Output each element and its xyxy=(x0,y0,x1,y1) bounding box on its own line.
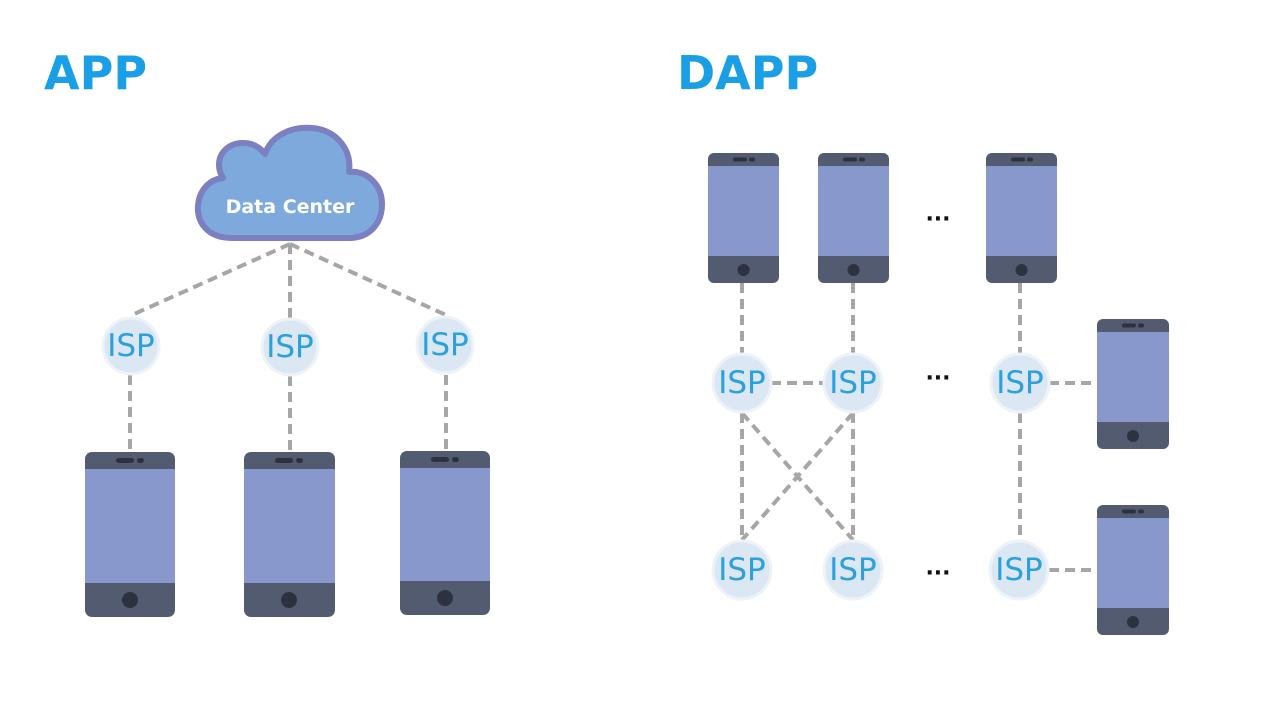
dapp-isp-5: ISP xyxy=(822,539,884,601)
phone-home-button xyxy=(1015,264,1028,276)
isp-label: ISP xyxy=(266,329,314,365)
phone-screen xyxy=(1097,332,1169,422)
isp-node xyxy=(988,539,1050,601)
isp-node xyxy=(822,352,884,414)
dapp-isp-1: ISP xyxy=(711,352,773,414)
cloud-icon xyxy=(194,124,385,241)
phone-screen xyxy=(244,469,335,583)
isp-label: ISP xyxy=(996,365,1044,401)
app-isp-1: ISP xyxy=(101,316,161,376)
isp-label: ISP xyxy=(829,365,877,401)
dapp-phone-2 xyxy=(818,153,889,283)
phone-speaker xyxy=(843,157,857,162)
dapp-phone-5 xyxy=(1097,505,1169,635)
isp-node xyxy=(822,539,884,601)
app-links xyxy=(128,242,448,453)
app-isp-2: ISP xyxy=(260,317,320,377)
link-isp2-isp4-cross xyxy=(740,411,855,542)
isp-node xyxy=(711,352,773,414)
app-phone-2 xyxy=(244,452,335,617)
phone-speaker xyxy=(1122,323,1136,328)
phone-speaker xyxy=(275,458,293,463)
phone-camera xyxy=(859,157,865,162)
phone-home-button xyxy=(737,264,750,276)
app-heading: APP xyxy=(44,46,148,100)
phone-camera xyxy=(452,457,459,462)
dapp-isp-2: ISP xyxy=(822,352,884,414)
link-cloud-isp-3 xyxy=(289,242,447,317)
phone-speaker xyxy=(431,457,449,462)
phone-home-button xyxy=(1127,430,1139,442)
phone-speaker xyxy=(733,157,747,162)
isp-node xyxy=(260,317,320,377)
phone-camera xyxy=(137,458,144,463)
phone-screen xyxy=(818,166,889,256)
phone-camera xyxy=(296,458,303,463)
dapp-phone-1 xyxy=(708,153,779,283)
isp-node xyxy=(415,315,475,375)
app-phone-3 xyxy=(400,451,490,615)
phone-screen xyxy=(1097,518,1169,608)
dapp-phone-4 xyxy=(1097,319,1169,449)
app-phone-1 xyxy=(85,452,175,617)
phone-home-button xyxy=(122,592,138,608)
phone-home-button xyxy=(281,592,297,608)
phone-home-button xyxy=(1127,616,1139,628)
phone-camera xyxy=(1027,157,1033,162)
ellipsis-isp-row-2: ... xyxy=(925,556,950,581)
ellipsis-phones: ... xyxy=(925,202,950,227)
isp-label: ISP xyxy=(421,327,469,363)
app-isp-3: ISP xyxy=(415,315,475,375)
phone-screen xyxy=(986,166,1057,256)
isp-node xyxy=(711,539,773,601)
isp-node xyxy=(989,352,1051,414)
ellipsis-isp-row-1: ... xyxy=(925,361,950,386)
phone-speaker xyxy=(1122,509,1136,514)
phone-camera xyxy=(1138,509,1144,514)
isp-label: ISP xyxy=(718,365,766,401)
isp-label: ISP xyxy=(107,328,155,364)
data-center-cloud: Data Center xyxy=(194,124,385,241)
phone-home-button xyxy=(847,264,860,276)
phone-speaker xyxy=(1011,157,1025,162)
isp-label: ISP xyxy=(718,552,766,588)
phone-home-button xyxy=(437,590,453,606)
dapp-isp-6: ISP xyxy=(988,539,1050,601)
dapp-links xyxy=(740,283,1097,572)
phone-speaker xyxy=(116,458,134,463)
dapp-isp-4: ISP xyxy=(711,539,773,601)
dapp-heading: DAPP xyxy=(677,46,819,100)
dapp-phone-3 xyxy=(986,153,1057,283)
link-cloud-isp-1 xyxy=(131,242,291,317)
phone-screen xyxy=(400,468,490,581)
isp-node xyxy=(101,316,161,376)
phone-screen xyxy=(85,469,175,583)
phone-screen xyxy=(708,166,779,256)
dapp-isp-3: ISP xyxy=(989,352,1051,414)
isp-label: ISP xyxy=(995,552,1043,588)
isp-label: ISP xyxy=(829,552,877,588)
data-center-label: Data Center xyxy=(226,196,355,218)
phone-camera xyxy=(749,157,755,162)
phone-camera xyxy=(1138,323,1144,328)
